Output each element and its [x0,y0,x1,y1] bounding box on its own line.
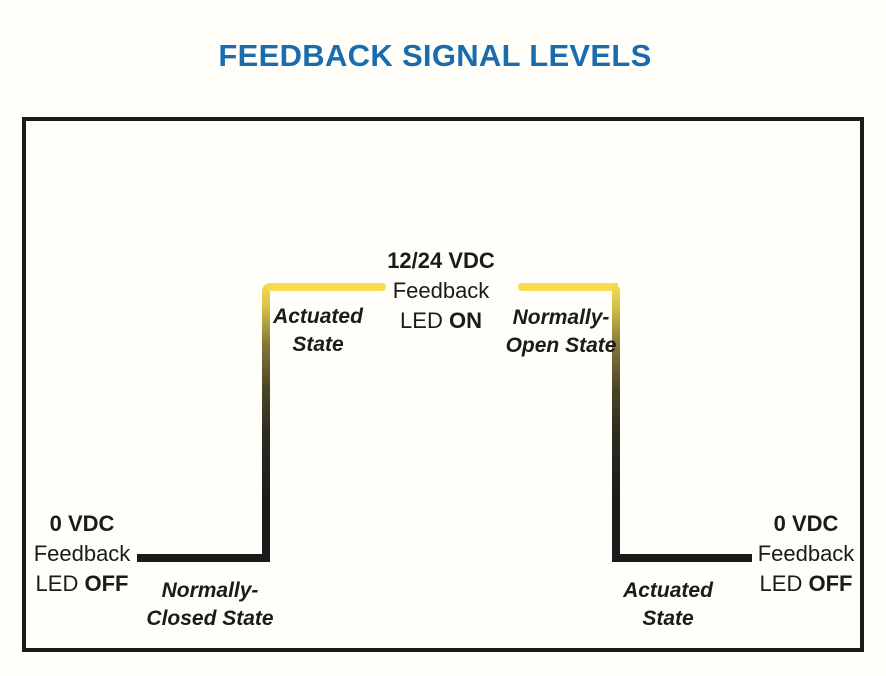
voltage-value: 0 VDC [773,511,839,536]
label-low-left: 0 VDC Feedback LED OFF [34,509,131,599]
state-line: Actuated [273,305,363,328]
voltage-value: 0 VDC [49,511,115,536]
state-line: State [292,333,344,356]
state-line: Normally- [161,579,259,602]
state-line: Normally- [512,306,610,329]
led-state: OFF [808,571,853,596]
page-title: FEEDBACK SIGNAL LEVELS [218,38,652,73]
led-state: OFF [84,571,129,596]
diagram-border-frame [22,117,864,652]
led-status-line: LED ON [387,306,495,336]
signal-falling-edge [612,283,620,562]
state-line: Open State [505,334,617,357]
state-line: Closed State [146,607,274,630]
led-status-line: LED OFF [34,569,131,599]
state-label-normally-open: Normally- Open State [506,304,617,360]
label-low-right: 0 VDC Feedback LED OFF [758,509,855,599]
state-label-actuated-right: Actuated State [623,577,713,633]
state-label-normally-closed: Normally- Closed State [146,577,273,633]
led-label: LED [35,571,79,596]
state-line: State [642,607,694,630]
signal-high-segment-left [268,283,386,291]
led-label: LED [759,571,803,596]
signal-high-segment-right [518,283,618,291]
led-state: ON [448,308,482,333]
feedback-label: Feedback [33,541,131,566]
signal-low-segment-right [614,554,752,562]
label-high-center: 12/24 VDC Feedback LED ON [387,246,495,336]
voltage-value: 12/24 VDC [387,248,495,273]
feedback-label: Feedback [392,278,490,303]
led-status-line: LED OFF [758,569,855,599]
state-line: Actuated [623,579,713,602]
feedback-label: Feedback [757,541,855,566]
signal-low-segment-left [137,554,267,562]
led-label: LED [400,308,443,333]
signal-rising-edge [262,283,270,562]
state-label-actuated-left: Actuated State [273,303,363,359]
